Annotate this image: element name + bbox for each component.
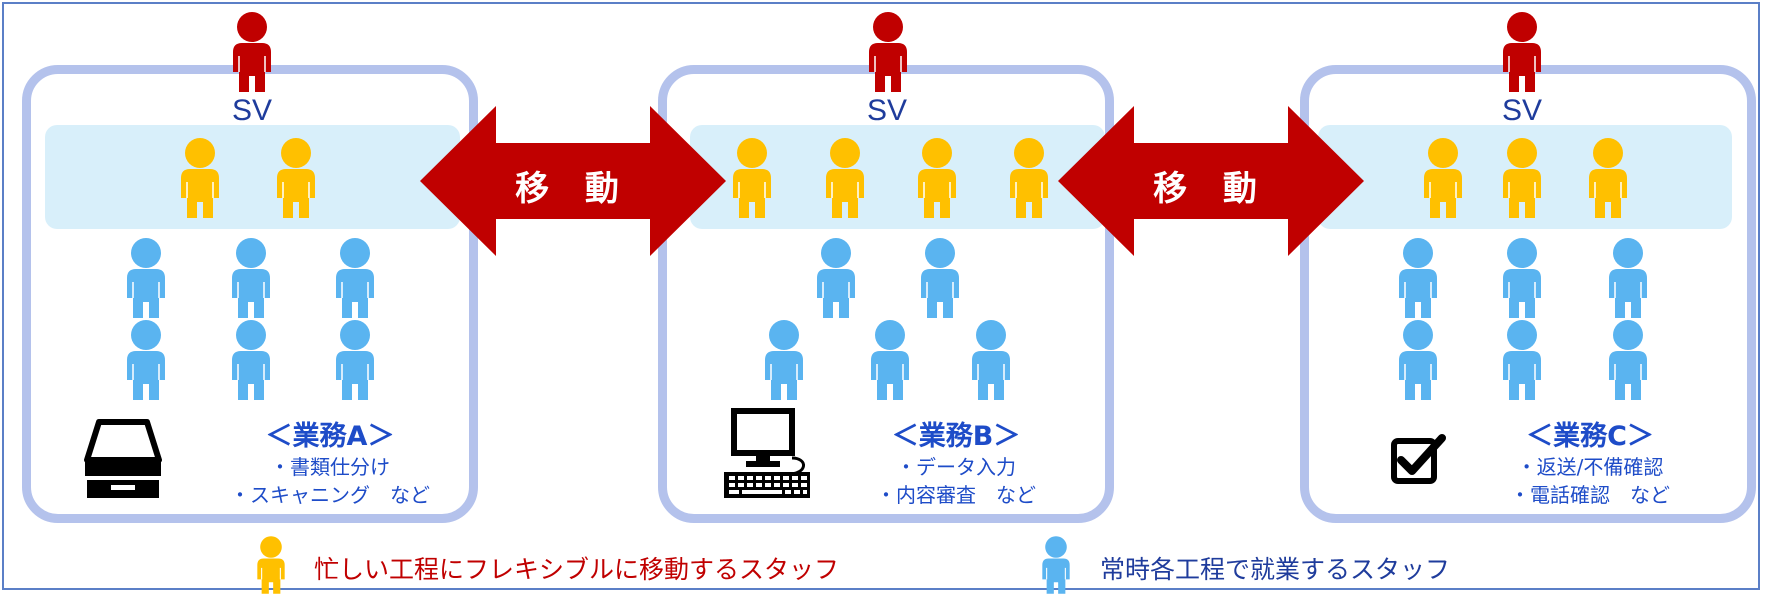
regular-staff-icon bbox=[1603, 320, 1653, 404]
task-line-c-2: ・電話確認 など bbox=[1510, 483, 1670, 507]
move-label-1: 移 動 bbox=[515, 169, 631, 209]
regular-staff-icon bbox=[915, 238, 965, 322]
task-line-a-1: ・書類仕分け bbox=[270, 455, 390, 479]
tray-icon bbox=[84, 419, 162, 498]
sv-person-icon bbox=[863, 12, 913, 96]
flexible-staff-icon bbox=[271, 138, 321, 222]
task-line-b-1: ・データ入力 bbox=[896, 455, 1016, 479]
legend-regular-staff-icon bbox=[1038, 536, 1074, 598]
sv-person-icon bbox=[227, 12, 277, 96]
sv-person-icon bbox=[1497, 12, 1547, 96]
regular-staff-icon bbox=[330, 320, 380, 404]
flexible-band-a bbox=[45, 125, 460, 229]
regular-staff-icon bbox=[811, 238, 861, 322]
regular-staff-icon bbox=[121, 320, 171, 404]
legend-regular-text: 常時各工程で就業するスタッフ bbox=[1100, 555, 1451, 584]
move-label-2: 移 動 bbox=[1153, 169, 1269, 209]
task-title-a: ＜業務A＞ bbox=[265, 421, 395, 452]
regular-staff-icon bbox=[121, 238, 171, 322]
diagram-frame bbox=[2, 2, 1760, 590]
move-arrow-1 bbox=[420, 106, 726, 256]
task-line-a-2: ・スキャニング など bbox=[230, 483, 430, 507]
task-line-b-2: ・内容審査 など bbox=[876, 483, 1036, 507]
regular-staff-icon bbox=[865, 320, 915, 404]
regular-staff-icon bbox=[330, 238, 380, 322]
flexible-staff-icon bbox=[175, 138, 225, 222]
regular-staff-icon bbox=[1497, 320, 1547, 404]
sv-label-a: SV bbox=[231, 94, 273, 127]
sv-label-c: SV bbox=[1501, 94, 1543, 127]
flexible-staff-icon bbox=[912, 138, 962, 222]
regular-staff-icon bbox=[1603, 238, 1653, 322]
task-line-c-1: ・返送/不備確認 bbox=[1516, 455, 1664, 479]
flexible-staff-icon bbox=[1583, 138, 1633, 222]
regular-staff-icon bbox=[1393, 238, 1443, 322]
flexible-staff-icon bbox=[1497, 138, 1547, 222]
task-title-c: ＜業務C＞ bbox=[1526, 421, 1654, 452]
flexible-staff-icon bbox=[1418, 138, 1468, 222]
flexible-staff-icon bbox=[1004, 138, 1054, 222]
regular-staff-icon bbox=[1497, 238, 1547, 322]
sv-label-b: SV bbox=[866, 94, 908, 127]
regular-staff-icon bbox=[1393, 320, 1443, 404]
checkbox-icon bbox=[1391, 434, 1446, 484]
task-title-b: ＜業務B＞ bbox=[891, 421, 1021, 452]
move-arrow-2 bbox=[1058, 106, 1364, 256]
regular-staff-icon bbox=[226, 320, 276, 404]
legend-flexible-text: 忙しい工程にフレキシブルに移動するスタッフ bbox=[314, 555, 840, 584]
flexible-staff-icon bbox=[727, 138, 777, 222]
computer-icon bbox=[724, 408, 810, 498]
legend-flexible-staff-icon bbox=[253, 536, 289, 598]
regular-staff-icon bbox=[759, 320, 809, 404]
flexible-staff-icon bbox=[820, 138, 870, 222]
regular-staff-icon bbox=[966, 320, 1016, 404]
regular-staff-icon bbox=[226, 238, 276, 322]
